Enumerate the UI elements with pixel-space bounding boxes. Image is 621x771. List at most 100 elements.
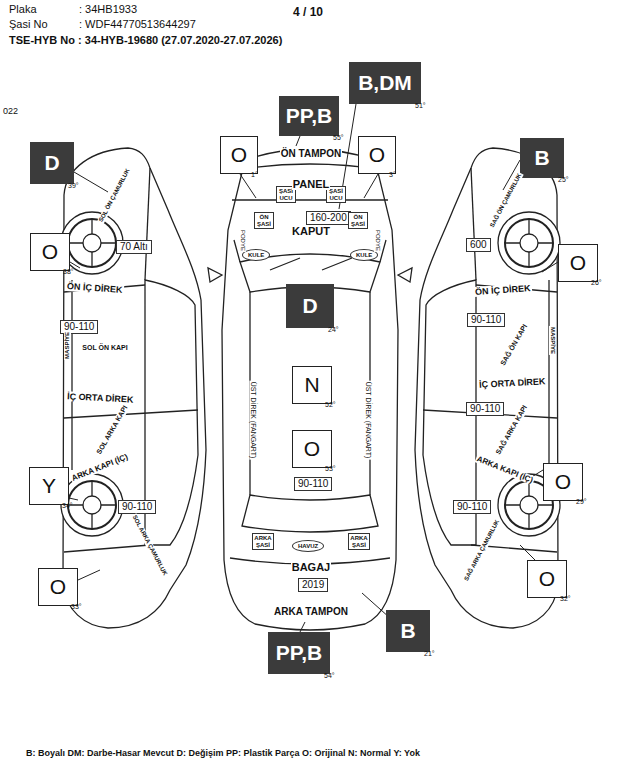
damage-callout: B,DM51° xyxy=(349,62,421,104)
node-text: O xyxy=(369,143,385,167)
angle-number: 25° xyxy=(558,176,569,183)
part-box: ARKA ŞASİ xyxy=(348,533,370,550)
part-label: ARKA KAPI (İÇ) xyxy=(475,454,536,486)
status-callout: N52° xyxy=(292,366,332,404)
thickness-box: 70 Altı xyxy=(116,240,152,254)
node-text: Y xyxy=(42,474,56,498)
damage-callout: D24° xyxy=(286,284,334,328)
header-text: : 34HB1933 xyxy=(78,3,138,16)
node-text: D xyxy=(44,151,59,175)
node-text: 90-110 xyxy=(471,314,501,325)
angle-number: 55° xyxy=(333,134,344,141)
thickness-box: 90-110 xyxy=(294,477,332,491)
node-text: O xyxy=(231,143,247,167)
part-label: SAĞ ÖN KAPI xyxy=(498,322,529,368)
thickness-box: 90-110 xyxy=(453,500,491,514)
status-callout: O33° xyxy=(38,568,78,606)
thickness-box: 2019 xyxy=(298,578,328,592)
part-label: ARKA TAMPON xyxy=(273,606,349,618)
damage-callout: D39° xyxy=(30,142,74,184)
part-box: ÖN ŞASİ xyxy=(254,212,274,229)
node-text: 70 Altı xyxy=(120,241,148,252)
status-callout: O32° xyxy=(527,560,567,598)
status-callout: O1° xyxy=(220,136,258,174)
node-text: 90-110 xyxy=(457,501,487,512)
angle-number: 54° xyxy=(324,672,335,679)
node-text: O xyxy=(50,575,66,599)
part-label: PODYE xyxy=(240,228,247,251)
node-text: 90-110 xyxy=(470,403,500,414)
node-text: 90-110 xyxy=(122,501,152,512)
header-text: Şasi No xyxy=(8,18,49,31)
header-text: 4 / 10 xyxy=(292,6,324,20)
part-oval: HAVUZ xyxy=(292,540,324,552)
node-text: O xyxy=(42,240,58,264)
part-label: SOL ÖN KAPI xyxy=(81,344,128,352)
node-text: ARKA ŞASİ xyxy=(350,535,367,548)
node-text: HAVUZ xyxy=(298,543,318,549)
node-text: 2019 xyxy=(302,579,324,590)
node-text: B xyxy=(534,146,549,170)
part-label: SAĞ ARKA ÇAMURLUK xyxy=(463,518,502,583)
part-label: SOL ARKA ÇAMURLUK xyxy=(131,513,170,577)
part-label: SOL ÖN ÇAMURLUK xyxy=(98,166,133,223)
damage-callout: PP,B55° xyxy=(279,96,339,136)
node-text: O xyxy=(304,437,320,461)
header-text: : WDF44770513644297 xyxy=(78,18,197,31)
header-text: Plaka xyxy=(8,3,38,16)
node-text: B xyxy=(400,619,415,643)
part-label: ÖN TAMPON xyxy=(280,148,342,160)
legend-text: B: Boyalı DM: Darbe-Hasar Mevcut D: Deği… xyxy=(25,748,421,758)
node-text: ÖN ŞASİ xyxy=(257,214,271,227)
angle-number: 24° xyxy=(328,326,339,333)
part-label: İÇ ORTA DİREK xyxy=(66,391,135,405)
angle-number: 1° xyxy=(251,171,258,178)
part-label: ÜST DİREK (FANGART) xyxy=(249,381,257,460)
part-label: İÇ ORTA DİREK xyxy=(478,376,547,390)
node-text: O xyxy=(555,470,571,494)
thickness-box: 600 xyxy=(466,238,491,252)
thickness-box: 90-110 xyxy=(467,313,505,327)
node-text: 600 xyxy=(470,239,487,250)
part-label: PODYE xyxy=(375,228,382,251)
status-callout: O29° xyxy=(543,463,583,501)
thickness-box: 90-110 xyxy=(466,402,504,416)
part-label: PANEL xyxy=(292,178,330,191)
node-text: PP,B xyxy=(286,104,332,128)
part-label: KAPUT xyxy=(291,225,331,238)
part-box: ÖN ŞASİ xyxy=(348,212,368,229)
part-label: ÖN İÇ DİREK xyxy=(474,283,532,297)
part-label: ARKA KAPI (İÇ) xyxy=(70,452,131,484)
node-text: KULE xyxy=(356,252,372,258)
node-text: O xyxy=(539,567,555,591)
node-text: 160-200 xyxy=(310,212,347,223)
status-callout: O38° xyxy=(30,233,70,271)
angle-number: 39° xyxy=(68,182,79,189)
node-text: ÖN ŞASİ xyxy=(351,214,365,227)
node-text: ŞASİ UCU xyxy=(329,188,343,201)
header-text: TSE-HYB No : 34-HYB-19680 (27.07.2020-27… xyxy=(8,34,283,47)
part-label: ÖN İÇ DİREK xyxy=(66,281,124,295)
angle-number: 32° xyxy=(560,595,571,602)
angle-number: 21° xyxy=(424,650,435,657)
thickness-box: 160-200 xyxy=(306,211,351,225)
header-text: 022 xyxy=(2,106,19,116)
thickness-box: 90-110 xyxy=(118,500,156,514)
angle-number: 34° xyxy=(62,502,73,509)
part-label: MASPİYE xyxy=(550,325,557,354)
angle-number: 51° xyxy=(415,102,426,109)
node-text: D xyxy=(302,294,317,318)
node-text: PP,B xyxy=(276,641,322,665)
node-text: 90-110 xyxy=(298,478,328,489)
status-callout: O53° xyxy=(292,430,332,468)
part-oval: KULE xyxy=(242,249,270,261)
angle-number: 52° xyxy=(325,401,336,408)
angle-number: 33° xyxy=(71,603,82,610)
angle-number: 53° xyxy=(325,465,336,472)
angle-number: 3° xyxy=(389,171,396,178)
node-text: ARKA ŞASİ xyxy=(254,535,271,548)
angle-number: 26° xyxy=(591,279,602,286)
part-label: MASPİYE xyxy=(65,330,72,359)
angle-number: 29° xyxy=(576,498,587,505)
part-label: ÜST DİREK (FANGART) xyxy=(364,381,372,460)
